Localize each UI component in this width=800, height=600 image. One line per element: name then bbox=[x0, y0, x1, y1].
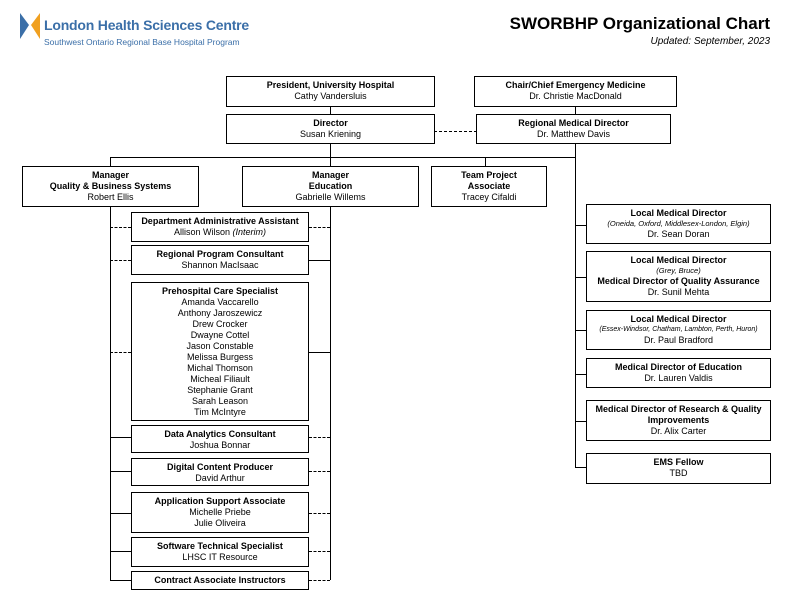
president-title: President, University Hospital bbox=[266, 80, 395, 90]
team-project-box: Team Project Associate Tracey Cifaldi bbox=[431, 166, 547, 207]
medical-director-education-box: Medical Director of Education Dr. Lauren… bbox=[586, 358, 771, 388]
mdr-title: Medical Director of Research & Quality I… bbox=[595, 404, 762, 425]
data-analytics-box: Data Analytics Consultant Joshua Bonnar bbox=[131, 425, 309, 453]
software-tech-box: Software Technical Specialist LHSC IT Re… bbox=[131, 537, 309, 567]
manager-quality-box: Manager Quality & Business Systems Rober… bbox=[22, 166, 199, 207]
lmd2-title2: Medical Director of Quality Assurance bbox=[597, 276, 760, 286]
app-support-name: Michelle Priebe bbox=[189, 507, 251, 517]
app-support-box: Application Support Associate Michelle P… bbox=[131, 492, 309, 533]
director-title: Director bbox=[313, 118, 348, 128]
team-project-title2: Associate bbox=[467, 181, 511, 191]
manager-quality-title2: Quality & Business Systems bbox=[49, 181, 172, 191]
chair-box: Chair/Chief Emergency Medicine Dr. Chris… bbox=[474, 76, 677, 107]
lmd2-region: (Grey, Bruce) bbox=[656, 266, 701, 275]
software-tech-title: Software Technical Specialist bbox=[157, 541, 283, 551]
chair-title: Chair/Chief Emergency Medicine bbox=[505, 80, 646, 90]
local-medical-director-1-box: Local Medical Director (Oneida, Oxford, … bbox=[586, 204, 771, 244]
lmd1-title: Local Medical Director bbox=[630, 208, 727, 218]
admin-assistant-name: Allison Wilson bbox=[173, 227, 230, 237]
specialist-name: Sarah Leason bbox=[191, 396, 249, 406]
admin-assistant-title: Department Administrative Assistant bbox=[141, 216, 299, 226]
rmd-name: Dr. Matthew Davis bbox=[536, 129, 611, 139]
digital-content-title: Digital Content Producer bbox=[166, 462, 273, 472]
ems-fellow-name: TBD bbox=[669, 468, 688, 478]
specialist-name: Dwayne Cottel bbox=[190, 330, 250, 340]
mde-name: Dr. Lauren Valdis bbox=[644, 373, 713, 383]
lmd2-name: Dr. Sunil Mehta bbox=[647, 287, 710, 297]
lmd1-name: Dr. Sean Doran bbox=[647, 229, 710, 239]
updated-date: Updated: September, 2023 bbox=[650, 36, 770, 47]
specialist-name: Michal Thomson bbox=[187, 363, 253, 373]
president-name: Cathy Vandersluis bbox=[294, 91, 367, 101]
digital-content-box: Digital Content Producer David Arthur bbox=[131, 458, 309, 486]
program-consultant-box: Regional Program Consultant Shannon MacI… bbox=[131, 245, 309, 275]
local-medical-director-3-box: Local Medical Director (Essex-Windsor, C… bbox=[586, 310, 771, 350]
prehospital-specialist-box: Prehospital Care Specialist Amanda Vacca… bbox=[131, 282, 309, 421]
ems-fellow-box: EMS Fellow TBD bbox=[586, 453, 771, 484]
specialist-name: Melissa Burgess bbox=[186, 352, 254, 362]
admin-assistant-note: (Interim) bbox=[232, 227, 267, 237]
specialist-name: Stephanie Grant bbox=[187, 385, 253, 395]
program-consultant-title: Regional Program Consultant bbox=[156, 249, 284, 259]
director-name: Susan Kriening bbox=[299, 129, 362, 139]
lmd1-region: (Oneida, Oxford, Middlesex-London, Elgin… bbox=[607, 219, 750, 228]
president-box: President, University Hospital Cathy Van… bbox=[226, 76, 435, 107]
manager-education-title2: Education bbox=[308, 181, 353, 191]
contract-instructors-title: Contract Associate Instructors bbox=[154, 575, 286, 585]
data-analytics-name: Joshua Bonnar bbox=[189, 440, 251, 450]
manager-education-name: Gabrielle Willems bbox=[295, 192, 366, 202]
mde-title: Medical Director of Education bbox=[614, 362, 743, 372]
manager-education-title1: Manager bbox=[311, 170, 349, 180]
ems-fellow-title: EMS Fellow bbox=[653, 457, 704, 467]
mdr-name: Dr. Alix Carter bbox=[650, 426, 707, 436]
chart-title: SWORBHP Organizational Chart bbox=[509, 14, 770, 33]
manager-quality-title1: Manager bbox=[91, 170, 129, 180]
lmd3-title: Local Medical Director bbox=[630, 314, 727, 324]
team-project-title1: Team Project bbox=[461, 170, 517, 180]
local-medical-director-2-box: Local Medical Director (Grey, Bruce) Med… bbox=[586, 251, 771, 302]
program-consultant-name: Shannon MacIsaac bbox=[181, 260, 259, 270]
specialist-name: Micheal Filiault bbox=[190, 374, 250, 384]
rmd-title: Regional Medical Director bbox=[518, 118, 629, 128]
specialist-name: Drew Crocker bbox=[192, 319, 248, 329]
software-tech-name: LHSC IT Resource bbox=[182, 552, 258, 562]
specialist-name: Tim McIntyre bbox=[194, 407, 246, 417]
director-box: Director Susan Kriening bbox=[226, 114, 435, 144]
lhsc-logo-icon bbox=[20, 13, 40, 39]
org-name: London Health Sciences Centre bbox=[44, 17, 250, 33]
prehospital-specialist-title: Prehospital Care Specialist bbox=[161, 286, 279, 296]
specialist-name: Jason Constable bbox=[186, 341, 254, 351]
manager-education-box: Manager Education Gabrielle Willems bbox=[242, 166, 419, 207]
specialist-name: Amanda Vaccarello bbox=[181, 297, 259, 307]
app-support-name: Julie Oliveira bbox=[194, 518, 246, 528]
lmd2-title: Local Medical Director bbox=[630, 255, 727, 265]
lmd3-name: Dr. Paul Bradford bbox=[643, 335, 714, 345]
data-analytics-title: Data Analytics Consultant bbox=[164, 429, 276, 439]
contract-instructors-box: Contract Associate Instructors bbox=[131, 571, 309, 590]
team-project-name: Tracey Cifaldi bbox=[461, 192, 517, 202]
org-subtitle: Southwest Ontario Regional Base Hospital… bbox=[44, 37, 240, 47]
lmd3-region: (Essex-Windsor, Chatham, Lambton, Perth,… bbox=[599, 326, 758, 333]
app-support-title: Application Support Associate bbox=[154, 496, 286, 506]
manager-quality-name: Robert Ellis bbox=[87, 192, 134, 202]
regional-medical-director-box: Regional Medical Director Dr. Matthew Da… bbox=[476, 114, 671, 144]
admin-assistant-box: Department Administrative Assistant Alli… bbox=[131, 212, 309, 242]
medical-director-research-box: Medical Director of Research & Quality I… bbox=[586, 400, 771, 441]
specialist-name: Anthony Jaroszewicz bbox=[177, 308, 263, 318]
chair-name: Dr. Christie MacDonald bbox=[529, 91, 622, 101]
digital-content-name: David Arthur bbox=[195, 473, 245, 483]
